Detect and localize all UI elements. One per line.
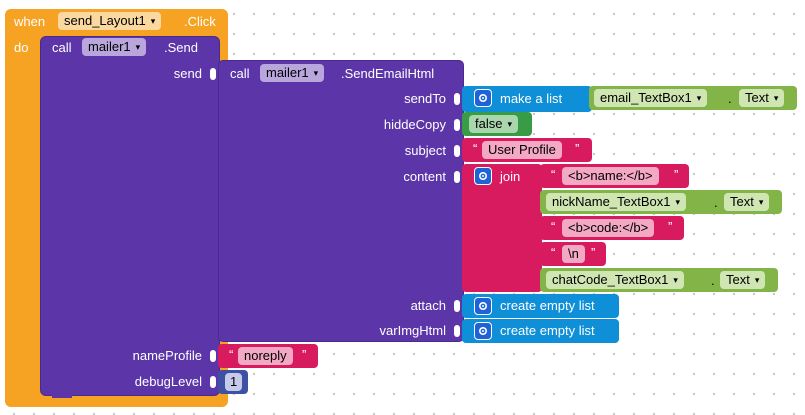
attach-create-empty-list-label: create empty list: [500, 298, 595, 313]
varImgHtml-socket-connector: [454, 325, 460, 337]
join-item1-text-field[interactable]: <b>name:</b>: [562, 167, 659, 185]
content-socket-label: content: [403, 169, 446, 184]
dropdown-arrow-icon: ▾: [696, 93, 702, 103]
nickname-dot-label: .: [714, 195, 718, 210]
right-quote-icon: ”: [302, 347, 307, 362]
chatcode-dot-label: .: [711, 273, 715, 288]
send-component-dropdown[interactable]: mailer1 ▾: [82, 38, 147, 56]
subject-socket-connector: [454, 145, 460, 157]
hiddeCopy-socket-label: hiddeCopy: [383, 117, 446, 132]
subject-socket-label: subject: [404, 143, 446, 158]
event-component-dropdown[interactable]: send_Layout1 ▾: [58, 12, 162, 30]
debugLevel-socket-label: debugLevel: [134, 374, 202, 389]
email-component-dropdown[interactable]: email_TextBox1 ▾: [594, 89, 708, 107]
when-label: when: [14, 14, 46, 29]
chatcode-property-dropdown[interactable]: Text ▾: [720, 271, 766, 289]
chatcode-component-dropdown[interactable]: chatCode_TextBox1 ▾: [546, 271, 684, 289]
join-item3-value: <b>code:</b>: [568, 220, 649, 235]
left-quote-icon: “: [551, 245, 556, 260]
nickname-component-label: nickName_TextBox1: [552, 194, 671, 209]
nameProfile-socket-label: nameProfile: [132, 348, 202, 363]
email-property-label: Text: [745, 90, 769, 105]
gear-icon[interactable]: [474, 167, 492, 185]
varImgHtml-socket-label: varImgHtml: [379, 323, 446, 338]
subject-value: User Profile: [488, 142, 556, 157]
html-component-label: mailer1: [266, 65, 309, 80]
gear-icon[interactable]: [474, 89, 492, 107]
debugLevel-value: 1: [230, 374, 238, 389]
send-component-label: mailer1: [88, 39, 131, 54]
do-label: do: [14, 40, 29, 55]
dropdown-arrow-icon: ▾: [673, 275, 678, 285]
left-quote-icon: “: [551, 219, 556, 234]
join-label: join: [500, 169, 521, 184]
nickname-property-label: Text: [730, 194, 754, 209]
dropdown-arrow-icon: ▾: [135, 42, 141, 52]
content-socket-connector: [454, 171, 460, 183]
join-item4-text-field[interactable]: \n: [562, 245, 585, 263]
call-mailer1-send-block[interactable]: [40, 36, 220, 396]
sendTo-socket-label: sendTo: [404, 91, 446, 106]
call-send-bottom-notch: [52, 390, 72, 398]
attach-socket-label: attach: [410, 298, 446, 313]
event-name-label: .Click: [184, 14, 216, 29]
dropdown-arrow-icon: ▾: [754, 275, 760, 285]
join-item4-value: \n: [568, 246, 579, 261]
gear-icon[interactable]: [474, 297, 492, 315]
debugLevel-socket-connector: [210, 376, 216, 388]
chatcode-property-label: Text: [726, 272, 750, 287]
call-label: call: [52, 40, 72, 55]
sendTo-socket-connector: [454, 93, 460, 105]
send-method-label: .Send: [164, 40, 198, 55]
left-quote-icon: “: [229, 347, 234, 362]
varImgHtml-create-empty-list-label: create empty list: [500, 323, 595, 338]
email-dot-label: .: [728, 91, 732, 106]
join-item1-value: <b>name:</b>: [568, 168, 653, 183]
send-socket-label: send: [173, 66, 202, 81]
right-quote-icon: ”: [591, 245, 596, 260]
nickname-property-dropdown[interactable]: Text ▾: [724, 193, 770, 211]
dropdown-arrow-icon: ▾: [773, 93, 779, 103]
join-block[interactable]: [462, 164, 542, 292]
attach-socket-connector: [454, 300, 460, 312]
nameProfile-socket-connector: [210, 350, 216, 362]
right-quote-icon: ”: [668, 219, 673, 234]
html-call-label: call: [230, 66, 250, 81]
dropdown-arrow-icon: ▾: [313, 68, 319, 78]
gear-icon[interactable]: [474, 322, 492, 340]
html-method-label: .SendEmailHtml: [341, 66, 435, 81]
dropdown-arrow-icon: ▾: [675, 197, 681, 207]
debugLevel-number-field[interactable]: 1: [225, 373, 243, 391]
html-component-dropdown[interactable]: mailer1 ▾: [260, 64, 325, 82]
left-quote-icon: “: [473, 141, 478, 156]
left-quote-icon: “: [551, 167, 556, 182]
dropdown-arrow-icon: ▾: [758, 197, 764, 207]
hiddeCopy-value: false: [475, 116, 503, 131]
subject-text-field[interactable]: User Profile: [482, 141, 562, 159]
nameProfile-value: noreply: [244, 348, 287, 363]
right-quote-icon: ”: [575, 141, 580, 156]
nickname-component-dropdown[interactable]: nickName_TextBox1 ▾: [546, 193, 687, 211]
send-socket-connector: [210, 68, 216, 80]
dropdown-arrow-icon: ▾: [150, 16, 156, 26]
join-item3-text-field[interactable]: <b>code:</b>: [562, 219, 655, 237]
dropdown-arrow-icon: ▾: [507, 119, 512, 129]
event-block-bottom-notch: [40, 396, 80, 404]
email-property-dropdown[interactable]: Text ▾: [739, 89, 785, 107]
make-a-list-label: make a list: [500, 91, 563, 106]
call-mailer1-sendemailhtml-block[interactable]: [218, 60, 464, 342]
email-component-label: email_TextBox1: [600, 90, 692, 105]
event-component-label: send_Layout1: [64, 13, 146, 28]
nameProfile-text-field[interactable]: noreply: [238, 347, 293, 365]
right-quote-icon: ”: [674, 167, 679, 182]
hiddeCopy-socket-connector: [454, 119, 460, 131]
hiddeCopy-boolean-dropdown[interactable]: false ▾: [469, 115, 518, 133]
chatcode-component-label: chatCode_TextBox1: [552, 272, 669, 287]
